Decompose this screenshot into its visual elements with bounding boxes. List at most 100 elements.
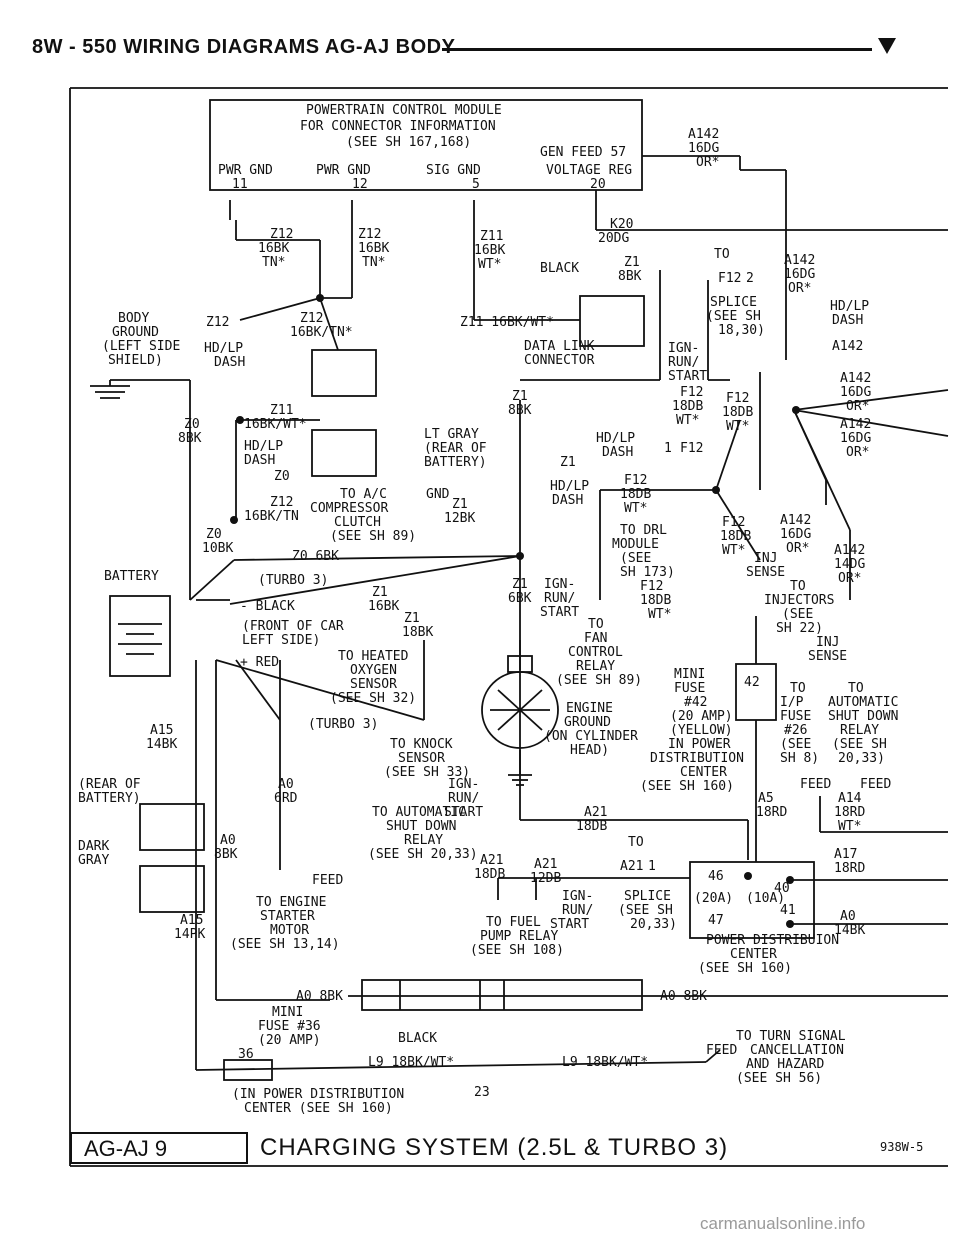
label: (SEE SH 89): [556, 673, 642, 688]
label: IGN-: [668, 341, 699, 356]
label: DATA LINK: [524, 339, 595, 354]
label: TN*: [362, 255, 385, 270]
label: F12: [680, 385, 703, 400]
label: HD/LP: [550, 479, 589, 494]
label: A5: [758, 791, 774, 806]
label: CONNECTOR: [524, 353, 595, 368]
label: 16BK: [358, 241, 389, 256]
label: 18DB: [620, 487, 651, 502]
label: (IN POWER DISTRIBUTION: [232, 1087, 404, 1102]
label: A21: [584, 805, 607, 820]
label: 42: [744, 675, 760, 690]
label: A0 8BK: [296, 989, 343, 1004]
label: (SEE SH: [706, 309, 761, 324]
label: Z0: [206, 527, 222, 542]
label: Z1: [404, 611, 420, 626]
label: (REAR OF: [78, 777, 141, 792]
label: (SEE SH 56): [736, 1071, 822, 1086]
label: Z1: [372, 585, 388, 600]
label: RUN/: [448, 791, 479, 806]
label: 16DG: [840, 385, 871, 400]
diagram-footer: AG-AJ 9 CHARGING SYSTEM (2.5L & TURBO 3)…: [70, 1132, 948, 1166]
label: DISTRIBUTION: [650, 751, 744, 766]
label: CENTER: [730, 947, 777, 962]
label: RELAY: [576, 659, 615, 674]
label: (LEFT SIDE: [102, 339, 180, 354]
label: BATTERY): [78, 791, 141, 806]
label: A17: [834, 847, 857, 862]
label: 36: [238, 1047, 254, 1062]
label: (SEE SH 108): [470, 943, 564, 958]
label: - BLACK: [240, 599, 295, 614]
label: TO: [790, 579, 806, 594]
label: CONTROL: [568, 645, 623, 660]
label: RUN/: [668, 355, 699, 370]
label: SHIELD): [108, 353, 163, 368]
label: 20,33): [630, 917, 677, 932]
label: HD/LP: [244, 439, 283, 454]
label: TO TURN SIGNAL: [736, 1029, 846, 1044]
label: DASH: [552, 493, 583, 508]
label: HD/LP: [596, 431, 635, 446]
label: IN POWER: [668, 737, 731, 752]
label: A0: [840, 909, 856, 924]
label: F12: [718, 271, 741, 286]
label: 12BK: [444, 511, 475, 526]
label: WT*: [648, 607, 671, 622]
label: TO: [848, 681, 864, 696]
diagram-caption: CHARGING SYSTEM (2.5L & TURBO 3): [260, 1134, 729, 1161]
label: A142: [688, 127, 719, 142]
label: A142: [780, 513, 811, 528]
label: Z0 6BK: [292, 549, 339, 564]
label: A21: [480, 853, 503, 868]
label: SENSE: [808, 649, 847, 664]
label: (SEE SH 13,14): [230, 937, 340, 952]
label: Z12: [300, 311, 323, 326]
label: K20: [610, 217, 633, 232]
label: CENTER: [680, 765, 727, 780]
label: SENSOR: [350, 677, 397, 692]
label: Z12: [206, 315, 229, 330]
diagram-frame: [69, 87, 948, 1167]
label: 20,33): [838, 751, 885, 766]
label: (ON CYLINDER: [544, 729, 638, 744]
label: TO: [790, 681, 806, 696]
pcm-pin-pwr-gnd-12: PWR GND: [316, 163, 371, 178]
label: A0: [220, 833, 236, 848]
label: FEED: [706, 1043, 737, 1058]
pcm-subtitle: FOR CONNECTOR INFORMATION: [300, 119, 496, 134]
label: 14DG: [834, 557, 865, 572]
label: BODY: [118, 311, 149, 326]
label: IGN-: [544, 577, 575, 592]
fan-control-relay-symbol: [481, 655, 559, 749]
label: (SEE SH 160): [640, 779, 734, 794]
label: SH 173): [620, 565, 675, 580]
splice-nodes: [230, 294, 800, 928]
label: FEED: [312, 873, 343, 888]
label: 18RD: [834, 861, 865, 876]
label: A0: [278, 777, 294, 792]
label: MOTOR: [270, 923, 309, 938]
label: ENGINE: [566, 701, 613, 716]
label: DARK: [78, 839, 109, 854]
label: RUN/: [544, 591, 575, 606]
label: A142: [832, 339, 863, 354]
label: 16DG: [780, 527, 811, 542]
label: SPLICE: [710, 295, 757, 310]
label: A15: [180, 913, 203, 928]
label: AND HAZARD: [746, 1057, 824, 1072]
label: (REAR OF: [424, 441, 487, 456]
label: (20 AMP): [670, 709, 733, 724]
label: TN*: [262, 255, 285, 270]
label: #42: [684, 695, 707, 710]
label: RELAY: [840, 723, 879, 738]
label: GRAY: [78, 853, 109, 868]
label: DASH: [832, 313, 863, 328]
label: SHUT DOWN: [828, 709, 898, 724]
wires: [90, 155, 949, 1071]
label: TO FUEL: [486, 915, 541, 930]
label: F12: [680, 441, 703, 456]
pcm-title: POWERTRAIN CONTROL MODULE: [306, 103, 502, 118]
label: (SEE SH 33): [384, 765, 470, 780]
